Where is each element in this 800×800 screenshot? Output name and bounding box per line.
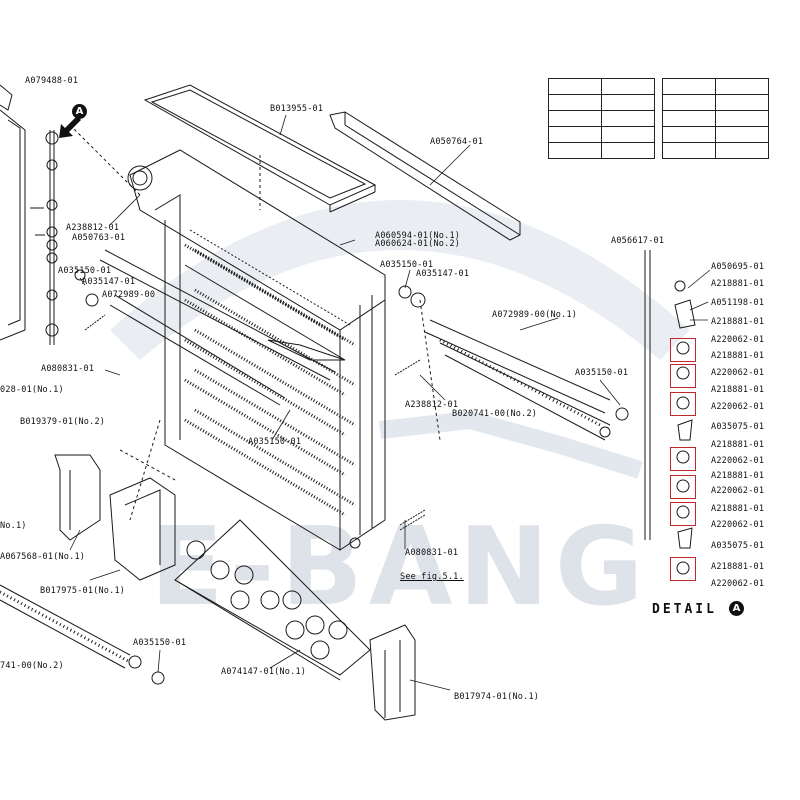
detail-part-label: A220062-01: [711, 579, 765, 589]
highlight-box: [670, 338, 696, 362]
part-label: A072989-00: [102, 290, 156, 300]
part-label: A035150-01: [575, 368, 629, 378]
detail-part-label: A220062-01: [711, 456, 765, 466]
part-label: A035147-01: [82, 277, 136, 287]
highlight-box: [670, 447, 696, 471]
detail-part-label: A218881-01: [711, 385, 765, 395]
left-rollers: [74, 249, 336, 406]
detail-parts-column: [674, 280, 696, 575]
detail-part-label: A220062-01: [711, 486, 765, 496]
right-rollers: [394, 285, 629, 526]
part-label: A050763-01: [72, 233, 126, 243]
detail-part-label: A035075-01: [711, 422, 765, 432]
part-label: A080831-01: [405, 548, 459, 558]
detail-part-label: A218881-01: [711, 504, 765, 514]
reference-table-left: [548, 78, 655, 159]
left-side-panel: [0, 84, 26, 341]
rail-part: [329, 111, 521, 241]
detail-part-label: A220062-01: [711, 402, 765, 412]
part-label: A035150-01: [58, 266, 112, 276]
detail-part-label: A220062-01: [711, 368, 765, 378]
part-label: B017974-01(No.1): [454, 692, 540, 702]
highlight-box: [670, 364, 696, 388]
part-label: B013955-01: [270, 104, 324, 114]
detail-part-label: A218881-01: [711, 562, 765, 572]
part-label: A079488-01: [25, 76, 79, 86]
part-label: B017975-01(No.1): [40, 586, 126, 596]
detail-title: DETAIL: [652, 602, 717, 617]
part-label: A035150-01: [248, 437, 302, 447]
callout-arrow-icon: [59, 116, 81, 138]
part-label: A035147-01: [416, 269, 470, 279]
detail-badge: A: [729, 601, 744, 616]
part-label: No.1): [0, 521, 27, 531]
reference-table-right: [662, 78, 769, 159]
part-label: A035150-01: [133, 638, 187, 648]
main-frame: [69, 124, 441, 551]
detail-part-label: A220062-01: [711, 520, 765, 530]
detail-part-label: A220062-01: [711, 335, 765, 345]
highlight-box: [670, 557, 696, 581]
bracket-mid: [109, 449, 176, 581]
bottom-roller: [0, 584, 165, 685]
detail-shaft: [644, 250, 651, 540]
drive-shaft: [30, 130, 59, 345]
detail-part-label: A218881-01: [711, 440, 765, 450]
watermark-brand: E-BANG: [150, 505, 650, 630]
part-label: A060624-01(No.2): [375, 239, 461, 249]
part-label: A238812-01: [66, 223, 120, 233]
part-label: B020741-00(No.2): [452, 409, 538, 419]
part-label: A072989-00(No.1): [492, 310, 578, 320]
detail-part-label: A218881-01: [711, 351, 765, 361]
top-cover-part: [143, 84, 377, 213]
highlight-box: [670, 392, 696, 416]
part-label: A060594-01(No.1): [375, 231, 461, 241]
bracket-left: [54, 454, 101, 541]
perforated-plate: [174, 519, 371, 681]
detail-part-label: A218881-01: [711, 317, 765, 327]
detail-part-label: A050695-01: [711, 262, 765, 272]
part-label: 741-00(No.2): [0, 661, 64, 671]
part-label: 028-01(No.1): [0, 385, 64, 395]
leader-lines: [69, 114, 711, 691]
detail-part-label: A051198-01: [711, 298, 765, 308]
detail-part-label: A218881-01: [711, 279, 765, 289]
detail-part-label: A218881-01: [711, 471, 765, 481]
bracket-bottom-right: [369, 624, 416, 721]
highlight-box: [670, 502, 696, 526]
part-label: A238812-01: [405, 400, 459, 410]
part-label: See fig.5.1.: [400, 572, 464, 582]
part-label: A074147-01(No.1): [221, 667, 307, 677]
highlight-box: [670, 475, 696, 499]
part-label: B019379-01(No.2): [20, 417, 106, 427]
part-label: A080831-01: [41, 364, 95, 374]
callout-badge: A: [72, 104, 87, 119]
part-label: A050764-01: [430, 137, 484, 147]
part-label: A056617-01: [611, 236, 665, 246]
detail-part-label: A035075-01: [711, 541, 765, 551]
part-label: A067568-01(No.1): [0, 552, 86, 562]
part-label: A035150-01: [380, 260, 434, 270]
spring-right: [349, 514, 426, 549]
